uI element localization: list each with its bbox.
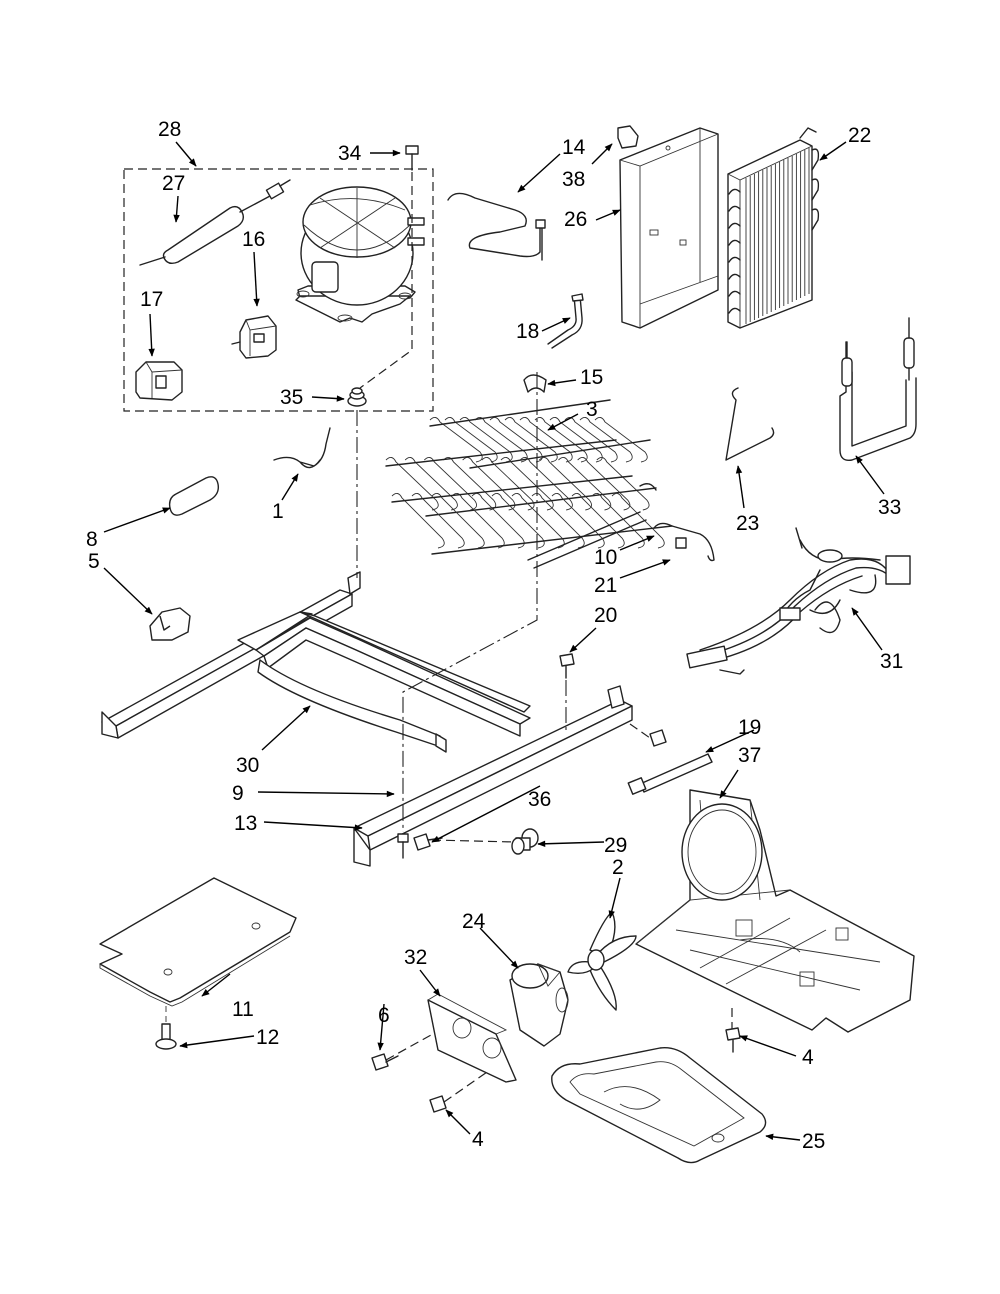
callout-38: 38 [562,168,585,191]
rail-13-part [353,685,633,867]
callout-31: 31 [880,650,903,673]
screw-near-19-part [649,729,667,747]
screw-4-right-part [725,1027,741,1053]
grommet-part [347,387,367,407]
callout-1: 1 [272,500,284,523]
callout-16: 16 [242,228,265,251]
leader-arrows [103,141,885,1141]
callout-26: 26 [564,208,587,231]
bushing-29-part [511,828,539,855]
drain-pan-25-part [551,1047,767,1164]
callout-33: 33 [878,496,901,519]
callout-4-right: 4 [802,1046,814,1069]
alignment-line-d [629,723,651,739]
callout-11: 11 [232,998,254,1021]
callout-14: 14 [562,136,586,159]
callout-15: 15 [580,366,603,389]
callout-24: 24 [462,910,486,933]
callout-27: 27 [162,172,185,195]
bracket-5-part [149,607,191,641]
screw-10-21-part [653,522,715,562]
clip-38-part [617,125,639,149]
screw-36-part [413,833,443,851]
fan-blade-2-part [567,911,637,1011]
callout-5: 5 [88,550,100,573]
tube-8-part [168,476,220,516]
cover-11-part [99,877,297,1007]
callout-28: 28 [158,118,181,141]
callout-21: 21 [594,574,617,597]
screw-4-left-part [429,1095,447,1113]
condenser-part [727,127,820,329]
alignment-line-f [385,1029,441,1061]
callout-2: 2 [612,856,624,879]
screw-alignment-line [359,172,413,389]
base-frame-part [101,571,531,753]
screw-20-part [559,653,575,679]
clip-1-part [273,427,331,469]
bracket-32-part [427,993,517,1083]
wire-23-part [725,387,775,461]
callout-10: 10 [594,546,617,569]
leveler-12-part [155,1006,177,1050]
drier-part [139,179,291,266]
fan-housing-37-part [635,789,915,1033]
tube-18-part [547,295,583,349]
screw-34-part [405,145,419,171]
callout-6: 6 [378,1004,390,1027]
screw-6-part [371,1053,399,1071]
alignment-line-g [443,1069,491,1103]
callout-25: 25 [802,1130,825,1153]
callout-37: 37 [738,744,761,767]
callout-32: 32 [404,946,427,969]
alignment-line-b [402,372,538,832]
evaporator-part [385,399,673,569]
relay-part [231,315,277,359]
tube-14-part [447,192,543,261]
callout-36: 36 [528,788,551,811]
callout-34: 34 [338,142,362,165]
callout-8: 8 [86,528,98,551]
clip-15-part [523,374,547,393]
callout-29: 29 [604,834,627,857]
callout-13: 13 [234,812,257,835]
callout-9: 9 [232,782,244,805]
alignment-line-e [431,839,516,843]
callout-22: 22 [848,124,871,147]
tie-strap-19-part [627,753,713,795]
callout-18: 18 [516,320,539,343]
capillary-33-part [839,317,917,461]
harness-31-part [686,527,911,675]
callout-19: 19 [738,716,761,739]
callout-4-left: 4 [472,1128,484,1151]
callout-17: 17 [140,288,163,311]
compressor-kit-boundary [123,168,434,412]
screw-9-part [397,833,409,859]
compressor-part [295,186,425,323]
callout-23: 23 [736,512,759,535]
fan-motor-24-part [509,963,569,1047]
callout-30: 30 [236,754,259,777]
overload-part [135,361,183,401]
callout-12: 12 [256,1026,279,1049]
callout-35: 35 [280,386,303,409]
bracket-26-part [619,127,719,329]
callout-3: 3 [586,398,598,421]
callout-20: 20 [594,604,617,627]
